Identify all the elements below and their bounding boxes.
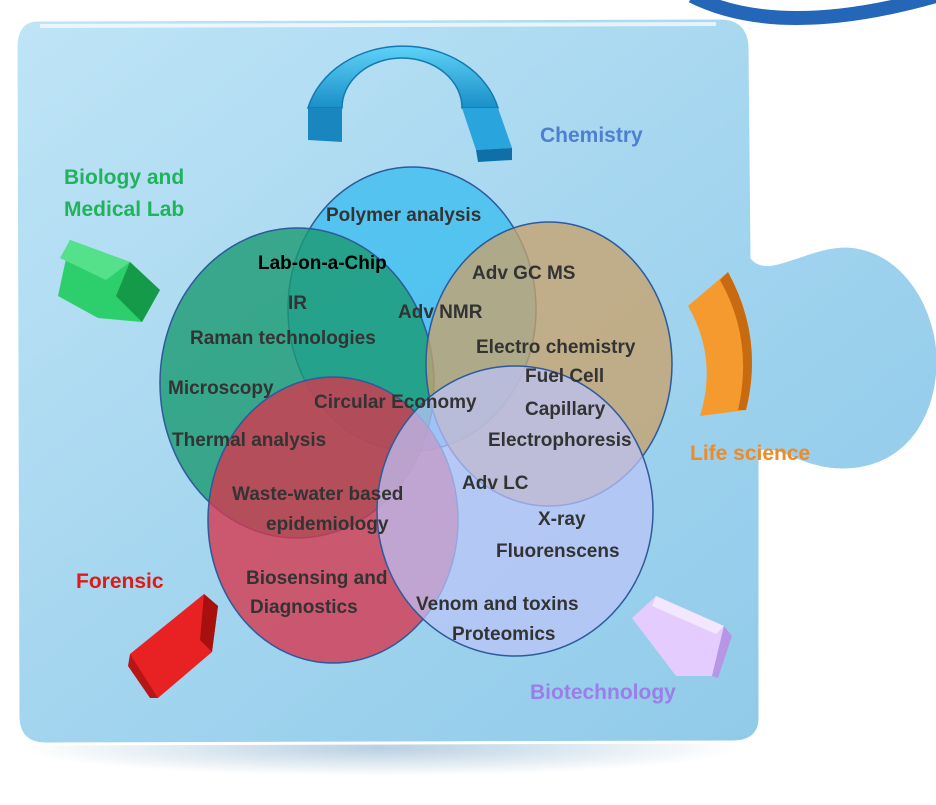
label-biotechnology: Biotechnology	[530, 681, 676, 704]
label-biology-line2: Medical Lab	[64, 198, 184, 221]
topic-adv-lc: Adv LC	[462, 473, 529, 494]
biotechnology-block-icon	[632, 596, 732, 678]
topic-thermal-analysis: Thermal analysis	[172, 430, 326, 451]
topic-proteomics: Proteomics	[452, 624, 555, 645]
topic-adv-gc-ms: Adv GC MS	[472, 263, 575, 284]
puzzle-highlight	[39, 22, 717, 28]
topic-fluorenscens: Fluorenscens	[496, 541, 620, 562]
topic-electro-chemistry: Electro chemistry	[476, 337, 636, 358]
topic-polymer-analysis: Polymer analysis	[326, 205, 481, 226]
topic-capillary: Capillary	[525, 399, 606, 420]
topic-biosensing-line2: Diagnostics	[250, 597, 358, 618]
topic-microscopy: Microscopy	[168, 378, 274, 399]
topic-raman: Raman technologies	[190, 328, 376, 349]
topic-electrophoresis: Electrophoresis	[488, 430, 632, 451]
topic-wastewater-line2: epidemiology	[266, 514, 389, 535]
chemistry-ring-icon	[306, 45, 512, 162]
label-forensic: Forensic	[76, 570, 164, 593]
circle-biotechnology	[376, 365, 654, 657]
topic-ir: IR	[288, 293, 307, 314]
logo-arc	[688, 0, 936, 25]
topic-venom-toxins: Venom and toxins	[416, 594, 579, 615]
topic-wastewater-line1: Waste-water based	[232, 484, 403, 505]
label-biology-line1: Biology and	[64, 166, 184, 189]
life-science-wedge-icon	[688, 272, 752, 416]
biology-block-icon	[58, 240, 160, 322]
topic-biosensing-line1: Biosensing and	[246, 568, 387, 589]
topic-adv-nmr: Adv NMR	[398, 302, 483, 323]
label-life-science: Life science	[690, 442, 810, 465]
topic-fuel-cell: Fuel Cell	[525, 366, 604, 387]
topic-lab-on-a-chip: Lab-on-a-Chip	[258, 253, 387, 274]
topic-xray: X-ray	[538, 509, 586, 530]
topic-circular-economy: Circular Economy	[314, 392, 477, 413]
forensic-block-icon	[128, 594, 218, 698]
label-chemistry: Chemistry	[540, 124, 643, 147]
